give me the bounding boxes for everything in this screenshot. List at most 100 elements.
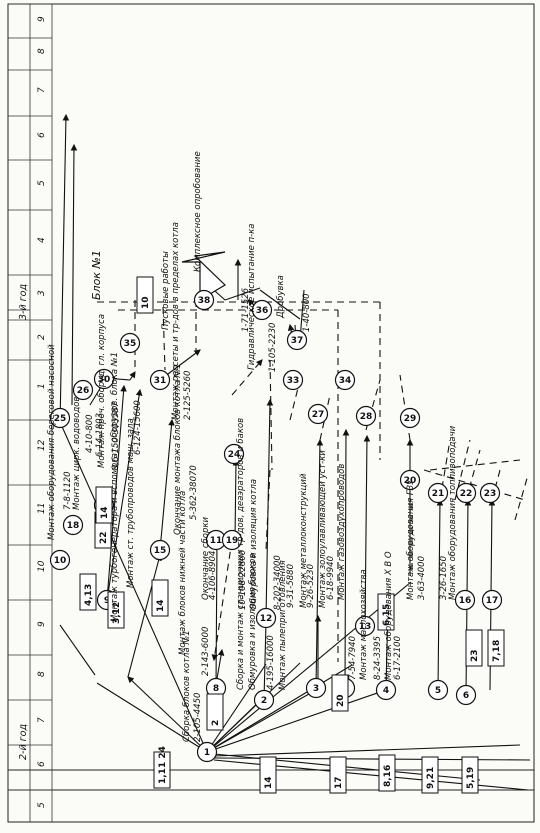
activity-label: 6-14-1803 (95, 413, 105, 457)
resource-box: 7,18 (487, 629, 505, 667)
resource-box-label: 22 (99, 531, 109, 544)
event-node-number: 22 (460, 489, 473, 499)
resource-box-label: 23 (470, 649, 480, 662)
column-month-label: 7 (37, 87, 47, 93)
resource-box: 6,15 (377, 593, 395, 631)
event-node: 2 (253, 689, 275, 711)
event-node-number: 6 (463, 691, 469, 701)
activity-label: 4-10-800 (85, 414, 95, 453)
activity-label: Монтаж турбогенератора и вспомогат. обор… (110, 352, 120, 622)
event-node-number: 31 (154, 376, 167, 386)
resource-box: 4,13 (79, 573, 97, 611)
year-left-label: 2-й год (18, 724, 29, 760)
activity-label: Монтаж оборудования ГЗУ (406, 479, 416, 600)
column-month-label: 11 (37, 503, 47, 514)
activity-label: Комплексное опробование (193, 151, 203, 272)
event-node-number: 33 (287, 376, 300, 386)
event-node: 28 (355, 405, 377, 427)
event-node-number: 12 (260, 614, 273, 624)
activity-label: 2-143-6000 (201, 627, 211, 676)
resource-box-label: 7,18 (492, 640, 502, 662)
event-node-number: 23 (484, 489, 497, 499)
resource-box-label: 4,13 (84, 584, 94, 606)
activity-label: 9-31-5880 (286, 564, 296, 608)
resource-box: 23 (465, 629, 483, 667)
activity-label: Монтаж оборудования Х В О (384, 551, 394, 680)
activity-label: Обмуровка и изоляция блоков (248, 554, 258, 690)
event-node: 3 (305, 677, 327, 699)
event-node: 6 (455, 684, 477, 706)
activity-label: 5-362-38070 (189, 465, 199, 520)
event-node-number: 25 (54, 414, 67, 424)
event-node: 21 (427, 482, 449, 504)
event-node: 12 (255, 607, 277, 629)
activity-label: Гидравлическое испытание п-ка (247, 223, 257, 370)
column-month-label: 5 (37, 802, 47, 808)
event-node: 26 (72, 379, 94, 401)
column-month-label: 2 (37, 334, 47, 340)
event-node: 1 (196, 741, 218, 763)
event-node: 10 (49, 549, 71, 571)
resource-box-label: 1,11 24 (158, 746, 168, 784)
activity-label: Монтаж цирк. водоводов (72, 397, 82, 510)
event-node: 24 (223, 443, 245, 465)
column-month-label: 4 (37, 237, 47, 243)
event-node: 25 (49, 407, 71, 429)
column-month-label: 6 (37, 761, 47, 767)
resource-box-label: 17 (334, 776, 344, 789)
resource-box: 3,12 (107, 591, 125, 629)
event-node: 16 (454, 589, 476, 611)
event-node-number: 36 (256, 306, 269, 316)
event-node-number: 5 (435, 686, 441, 696)
activity-label: Монтаж оборудования топливоподачи (448, 425, 458, 600)
event-node: 36 (251, 299, 273, 321)
activity-label: Монтаж металлоконструкций (299, 473, 309, 608)
event-node: 17 (481, 589, 503, 611)
activity-label: Монтаж газовоздухопроводов (337, 464, 347, 600)
activity-label: 2-105-4450 (193, 693, 203, 742)
resource-box-label: 20 (336, 694, 346, 707)
activity-label: Монтаж пылеприготовления (278, 560, 288, 690)
event-node: 4 (375, 679, 397, 701)
event-node: 38 (193, 289, 215, 311)
event-node-number: 26 (77, 386, 90, 396)
activity-label: 2-125-5260 (183, 371, 193, 420)
event-node-number: 38 (198, 296, 211, 306)
block-title: Блок №1 (90, 250, 103, 300)
resource-box: 10 (136, 276, 154, 314)
event-node-number: 27 (312, 410, 325, 420)
event-node-number: 19 (226, 536, 239, 546)
event-node-number: 2 (261, 696, 267, 706)
column-month-label: 3 (37, 290, 47, 296)
resource-box: 2 (206, 693, 224, 731)
event-node-number: 24 (228, 450, 241, 460)
event-node-number: 15 (154, 546, 167, 556)
resource-box-label: 14 (264, 776, 274, 789)
resource-box-label: 10 (141, 296, 151, 309)
column-month-label: 1 (37, 383, 47, 389)
resource-box: 1,11 24 (153, 746, 171, 789)
activity-label: 6-17-2100 (393, 636, 403, 680)
activity-label: Монтаж ст. трубопроводов маш. зала (126, 418, 136, 588)
event-node: 31 (149, 369, 171, 391)
event-node: 29 (399, 407, 421, 429)
activity-label: Монтаж проч. оборуд. гл. корпуса (97, 314, 107, 468)
resource-box: 8,16 (378, 754, 396, 792)
event-node: 20 (399, 469, 421, 491)
column-month-label: 8 (37, 671, 47, 677)
event-node-number: 37 (291, 336, 304, 346)
activity-label: 9,6-150-303587 (111, 401, 121, 470)
event-node: 18 (62, 514, 84, 536)
column-month-label: 10 (37, 560, 47, 572)
resource-box: 17 (329, 756, 347, 794)
activity-label: 7-8-1120 (63, 471, 73, 510)
event-node: 22 (455, 482, 477, 504)
resource-box: 20 (331, 674, 349, 712)
activity-label: Окончание сборки (201, 517, 211, 600)
event-node-number: 3 (313, 684, 319, 694)
event-node-number: 17 (486, 596, 499, 606)
event-node-number: 11 (210, 536, 223, 546)
event-node-number: 8 (213, 684, 219, 694)
resource-box: 14 (259, 756, 277, 794)
